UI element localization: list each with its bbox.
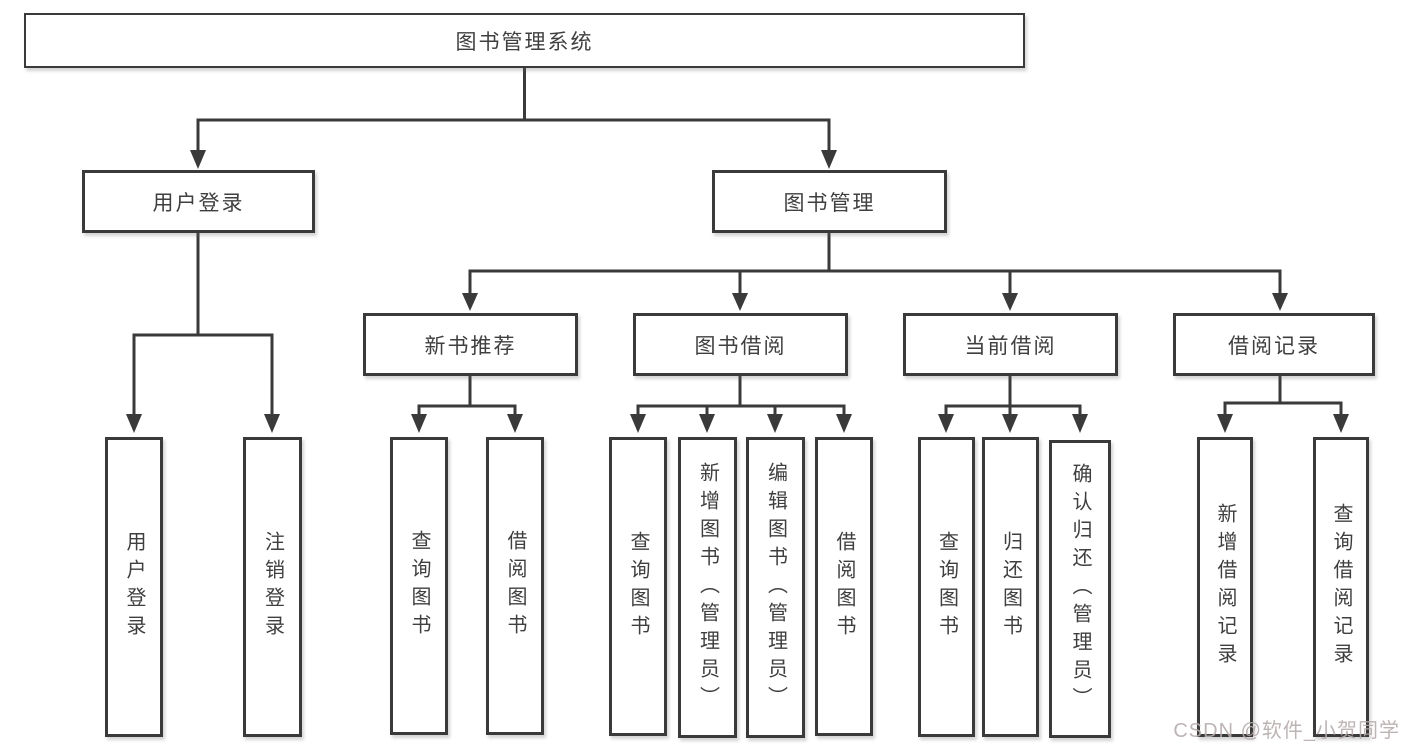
node-label: 借阅记录 <box>1228 334 1320 358</box>
node-new-book-recommend: 新书推荐 <box>363 313 578 376</box>
node-label: 新增借阅记录 <box>1214 503 1236 671</box>
node-label: 查询借阅记录 <box>1330 503 1352 671</box>
node-user-login: 用户登录 <box>82 170 315 233</box>
node-library-management-system: 图书管理系统 <box>24 13 1025 68</box>
node-label: 图书管理系统 <box>455 30 594 54</box>
node-label: 新书推荐 <box>424 334 517 358</box>
node-label: 用户登录 <box>152 191 245 215</box>
leaf-confirm-return-admin: 确认归还（管理员） <box>1049 440 1111 738</box>
node-label: 图书借阅 <box>694 334 787 358</box>
node-current-borrow: 当前借阅 <box>903 313 1118 376</box>
leaf-query-books-borrow: 查询图书 <box>609 437 667 736</box>
node-label: 借阅图书 <box>504 530 526 642</box>
csdn-watermark: CSDN @软件_小贺同学 <box>1173 720 1400 742</box>
node-book-management: 图书管理 <box>712 170 947 233</box>
node-label: 注销登录 <box>261 531 284 643</box>
node-label: 当前借阅 <box>964 334 1057 358</box>
node-label: 用户登录 <box>123 531 145 643</box>
node-borrow-records: 借阅记录 <box>1173 313 1375 376</box>
leaf-query-borrow-record: 查询借阅记录 <box>1313 437 1369 737</box>
node-label: 图书管理 <box>783 191 876 215</box>
leaf-edit-book-admin: 编辑图书（管理员） <box>746 437 805 738</box>
node-label: 新增图书（管理员） <box>696 461 719 714</box>
node-label: 编辑图书（管理员） <box>764 461 787 714</box>
leaf-return-books: 归还图书 <box>982 437 1039 737</box>
node-label: 查询图书 <box>627 530 649 643</box>
node-book-borrow: 图书借阅 <box>633 313 848 376</box>
leaf-add-book-admin: 新增图书（管理员） <box>678 437 737 738</box>
leaf-query-books-current: 查询图书 <box>918 437 975 737</box>
node-label: 确认归还（管理员） <box>1069 463 1091 715</box>
node-label: 查询图书 <box>935 531 958 643</box>
arrow-heads <box>126 150 1349 433</box>
node-label: 查询图书 <box>408 530 430 642</box>
leaf-logout: 注销登录 <box>243 437 302 737</box>
leaf-add-borrow-record: 新增借阅记录 <box>1197 437 1253 737</box>
node-label: 归还图书 <box>999 531 1022 643</box>
leaf-borrow-books: 借阅图书 <box>815 437 873 736</box>
leaf-user-login: 用户登录 <box>105 437 163 737</box>
leaf-borrow-books-recommend: 借阅图书 <box>486 437 544 735</box>
node-label: 借阅图书 <box>833 530 855 643</box>
leaf-query-books-recommend: 查询图书 <box>390 437 448 735</box>
